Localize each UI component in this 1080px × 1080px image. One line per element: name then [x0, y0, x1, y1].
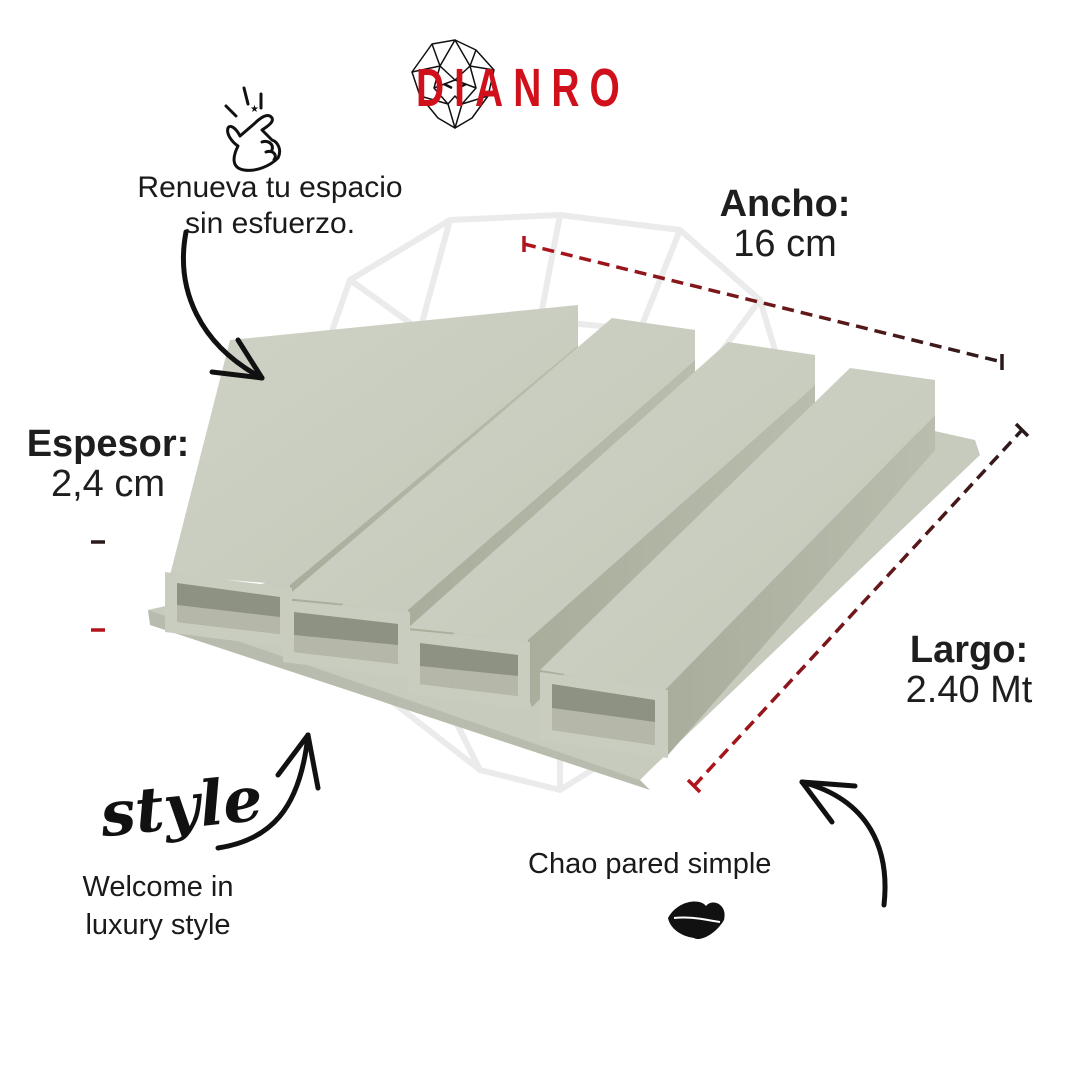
- curved-arrow-icon: [215, 732, 321, 851]
- svg-text:★: ★: [250, 104, 259, 115]
- brand-name: DIANRO: [416, 58, 630, 118]
- welcome-text: Welcome in luxury style: [58, 868, 258, 944]
- largo-value: 2.40 Mt: [905, 669, 1033, 711]
- brand-logo: DIANRO: [408, 38, 688, 138]
- espesor-label: Espesor:: [26, 423, 190, 465]
- closing-text: Chao pared simple: [528, 848, 772, 880]
- wall-panel-product: [148, 305, 980, 790]
- finger-snap-icon: ★: [224, 86, 282, 172]
- tagline-line-1: Renueva tu espacio: [137, 171, 403, 204]
- ancho-spec: Ancho: 16 cm: [700, 184, 870, 264]
- espesor-value: 2,4 cm: [50, 463, 166, 505]
- largo-spec: Largo: 2.40 Mt: [884, 630, 1054, 710]
- geometric-lion-head-icon: [411, 39, 495, 129]
- ancho-value: 16 cm: [733, 223, 837, 265]
- lips-kiss-icon: [668, 901, 725, 940]
- ancho-dimension-line: [522, 236, 1004, 370]
- largo-dimension-line: [686, 422, 1030, 794]
- espesor-spec: Espesor: 2,4 cm: [18, 424, 198, 504]
- welcome-line-2: luxury style: [85, 909, 231, 941]
- welcome-line-1: Welcome in: [82, 871, 234, 903]
- tagline-line-2: sin esfuerzo.: [184, 207, 356, 240]
- largo-label: Largo:: [909, 629, 1029, 671]
- tagline: Renueva tu espacio sin esfuerzo.: [100, 170, 440, 242]
- espesor-dimension-line: [91, 540, 105, 632]
- curved-arrow-icon: [799, 779, 888, 908]
- curved-arrow-icon: [180, 229, 265, 381]
- ancho-label: Ancho:: [719, 183, 851, 225]
